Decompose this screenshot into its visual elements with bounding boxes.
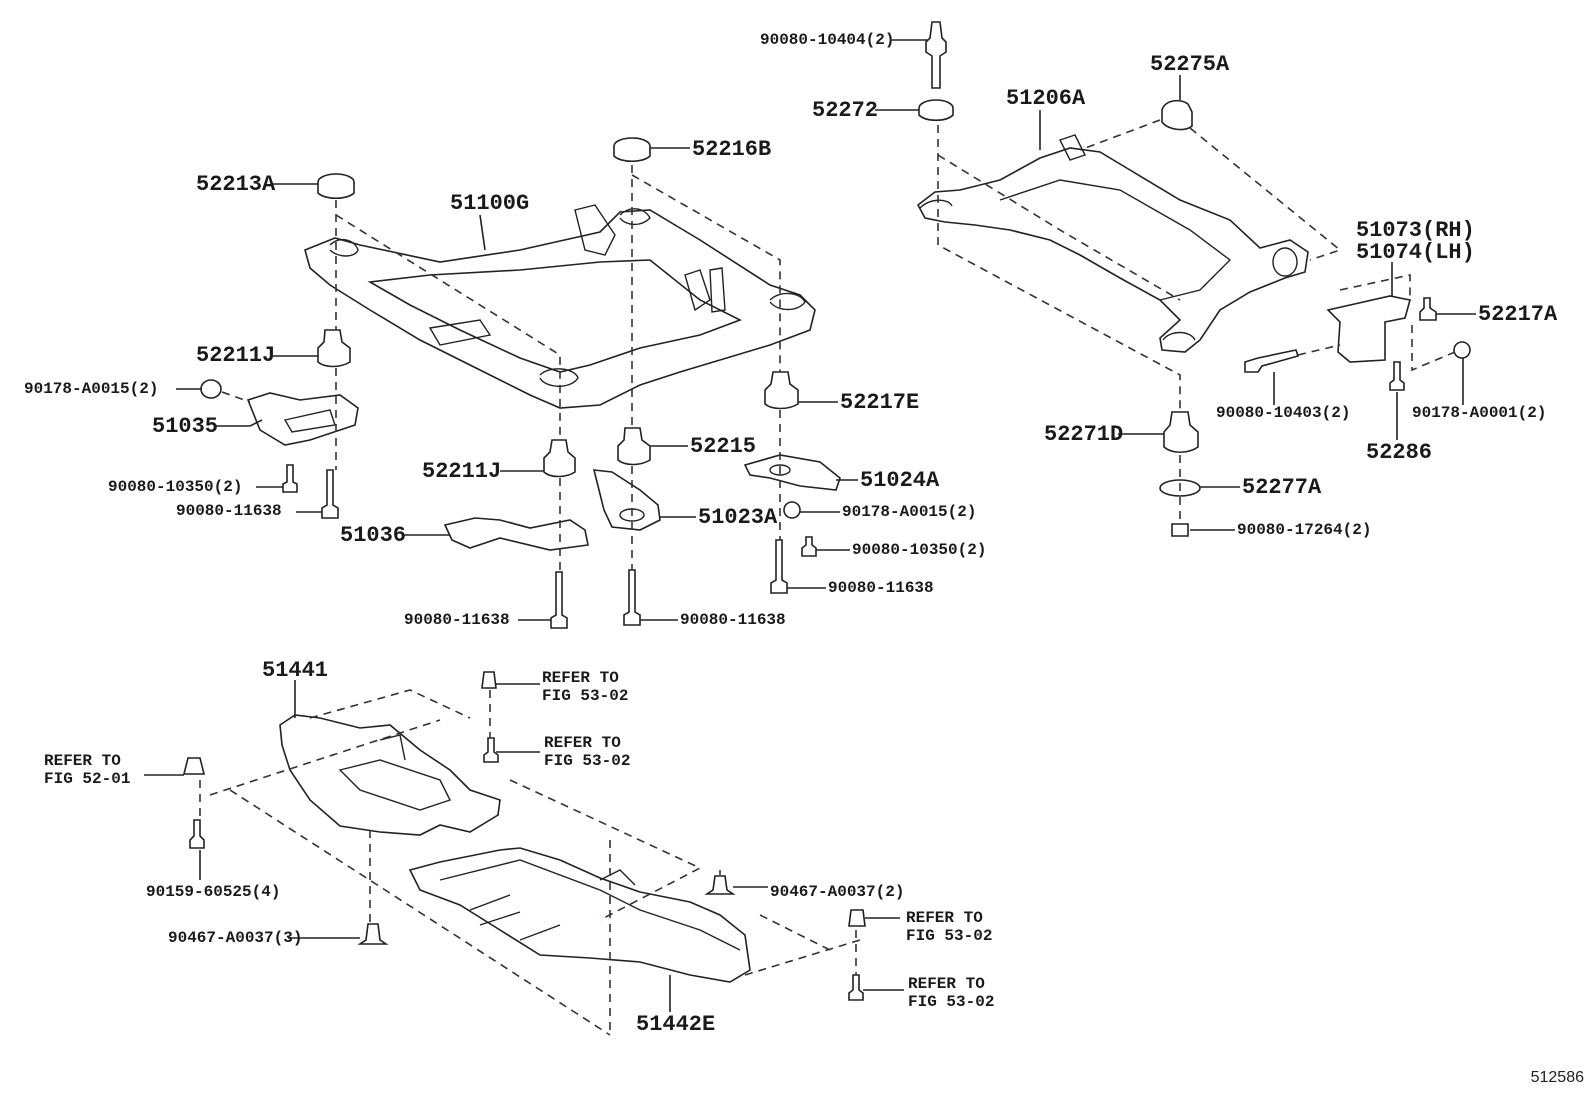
part-label-52211J-left: 52211J <box>196 343 276 368</box>
part-label-51441: 51441 <box>262 658 329 683</box>
part-label-52217E: 52217E <box>840 390 920 415</box>
part-label-90178-A0001: 90178-A0001(2) <box>1412 404 1547 422</box>
part-label-90467-A0037-2: 90467-A0037(2) <box>770 883 905 901</box>
part-label-51206A: 51206A <box>1006 86 1086 111</box>
part-label-52277A: 52277A <box>1242 475 1322 500</box>
refer-to-fig-53-02-c[interactable]: REFER TO FIG 53-02 <box>906 909 993 945</box>
part-label-90080-17264: 90080-17264(2) <box>1237 521 1372 539</box>
figure-number: 512586 <box>1530 1069 1584 1086</box>
part-label-51035: 51035 <box>152 414 219 439</box>
part-label-90080-11638-left: 90080-11638 <box>176 502 282 520</box>
part-label-52215: 52215 <box>690 434 757 459</box>
part-label-52286: 52286 <box>1366 440 1433 465</box>
part-label-51024A: 51024A <box>860 468 940 493</box>
refer-to-fig-53-02-b[interactable]: REFER TO FIG 53-02 <box>544 734 631 770</box>
part-label-52213A: 52213A <box>196 172 276 197</box>
part-label-52217A: 52217A <box>1478 302 1558 327</box>
part-label-90178-A0015-left: 90178-A0015(2) <box>24 380 159 398</box>
under-covers-drawing <box>182 671 866 1036</box>
front-crossmember-drawing <box>200 137 841 629</box>
part-label-90080-10350-right: 90080-10350(2) <box>852 541 987 559</box>
part-label-90080-11638-right: 90080-11638 <box>828 579 934 597</box>
part-label-90080-11638-center-right: 90080-11638 <box>680 611 786 629</box>
part-label-90080-11638-center-left: 90080-11638 <box>404 611 510 629</box>
part-label-90467-A0037-3: 90467-A0037(3) <box>168 929 303 947</box>
part-label-51100G: 51100G <box>450 191 530 216</box>
part-label-90080-10403: 90080-10403(2) <box>1216 404 1351 422</box>
part-label-51442E: 51442E <box>636 1012 716 1037</box>
part-label-51023A: 51023A <box>698 505 778 530</box>
part-label-52271D: 52271D <box>1044 422 1124 447</box>
refer-to-fig-52-01[interactable]: REFER TO FIG 52-01 <box>44 752 131 788</box>
part-label-52275A: 52275A <box>1150 52 1230 77</box>
part-label-51073-rh: 51073(RH) <box>1356 218 1475 243</box>
part-label-52272: 52272 <box>812 98 879 123</box>
refer-to-fig-53-02-d[interactable]: REFER TO FIG 53-02 <box>908 975 995 1011</box>
rear-crossmember-drawing <box>916 21 1471 537</box>
part-label-90159-60525: 90159-60525(4) <box>146 883 281 901</box>
part-label-90178-A0015-right: 90178-A0015(2) <box>842 503 977 521</box>
leader-lines <box>144 39 1476 1012</box>
part-label-51036: 51036 <box>340 523 407 548</box>
part-label-52211J-center: 52211J <box>422 459 502 484</box>
part-label-51074-lh: 51074(LH) <box>1356 240 1475 265</box>
part-label-90080-10404: 90080-10404(2) <box>760 31 895 49</box>
refer-to-fig-53-02-a[interactable]: REFER TO FIG 53-02 <box>542 669 629 705</box>
part-label-90080-10350-left: 90080-10350(2) <box>108 478 243 496</box>
part-label-52216B: 52216B <box>692 137 772 162</box>
